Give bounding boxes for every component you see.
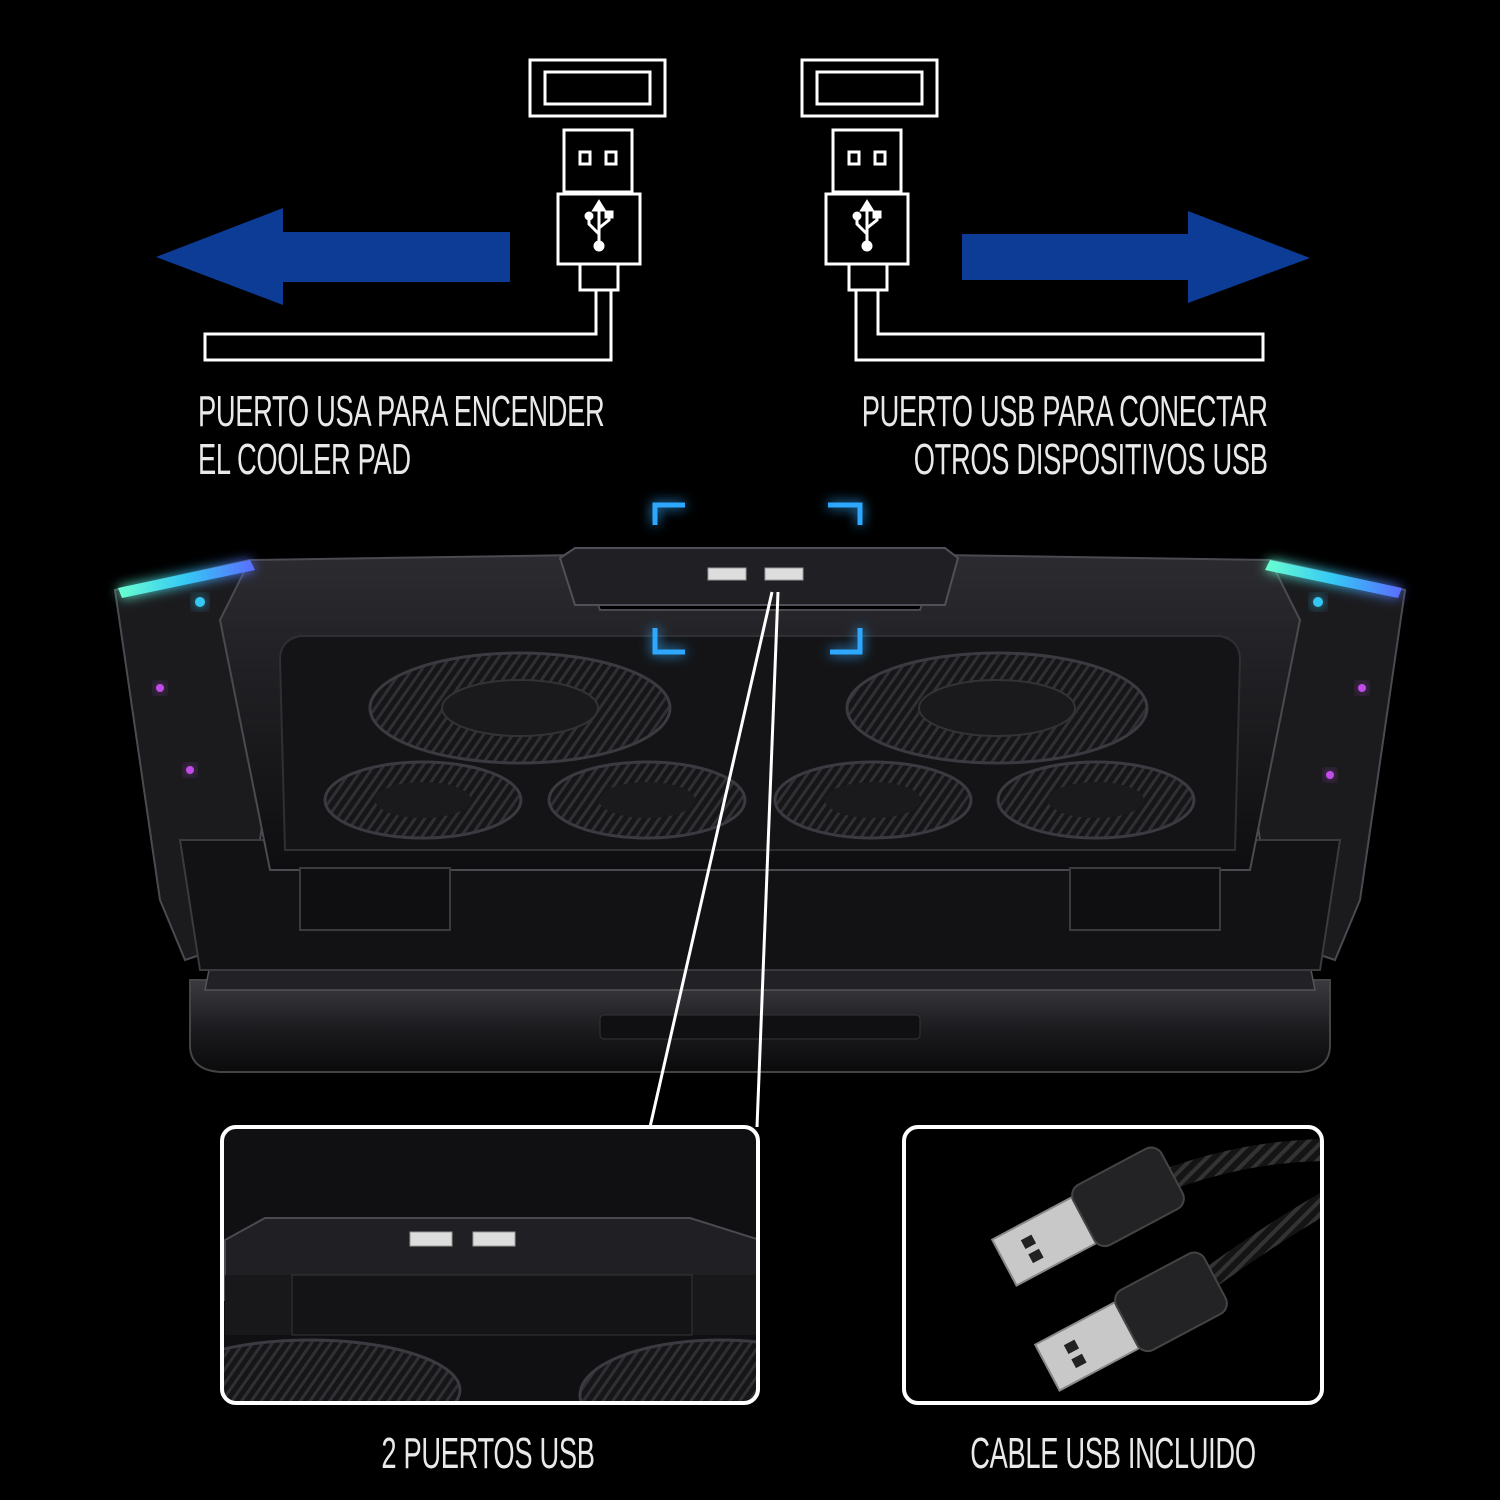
inset-usb-cable <box>902 1125 1324 1405</box>
usb-plug-icon <box>562 128 634 194</box>
usb-symbol-icon <box>584 199 614 252</box>
caption-line: PUERTO USA PARA ENCENDER <box>198 387 605 436</box>
usb-plug-icon <box>990 1146 1185 1287</box>
usb-port-icon <box>707 567 747 581</box>
usb-port-icon <box>409 1231 453 1247</box>
usb-port-icon <box>472 1231 516 1247</box>
usb-port-icon <box>764 567 804 581</box>
callout-line <box>648 591 774 1128</box>
arrow-right-icon <box>962 211 1310 303</box>
fan-small-1 <box>323 760 523 840</box>
inset-usb-ports <box>220 1125 760 1405</box>
usb-port-icon <box>800 58 939 118</box>
usb-plug-icon <box>831 128 903 194</box>
caption-line: CABLE USB INCLUIDO <box>970 1429 1256 1478</box>
usb-plug-icon <box>1033 1251 1228 1392</box>
cable-line <box>854 290 1265 362</box>
cooler-pad <box>113 502 1407 1073</box>
usb-diagram-left <box>203 58 667 362</box>
caption-line: PUERTO USB PARA CONECTAR <box>862 387 1268 436</box>
usb-symbol-icon <box>852 199 882 252</box>
fan-large-right <box>845 651 1149 765</box>
callout-line <box>755 591 780 1128</box>
caption-passthrough-port: PUERTO USB PARA CONECTAR OTROS DISPOSITI… <box>862 388 1268 484</box>
caption-line: EL COOLER PAD <box>198 435 411 484</box>
fan-small-3 <box>773 760 973 840</box>
caption-line: OTROS DISPOSITIVOS USB <box>914 435 1268 484</box>
glow-brackets <box>652 502 863 655</box>
fan-small-4 <box>996 760 1196 840</box>
caption-power-port: PUERTO USA PARA ENCENDER EL COOLER PAD <box>198 387 605 484</box>
arrow-left-icon <box>156 208 510 305</box>
fan-small-2 <box>547 760 747 840</box>
fan-large-left <box>368 651 672 765</box>
caption-line: 2 PUERTOS USB <box>381 1429 595 1478</box>
usb-diagram-right <box>800 58 1265 362</box>
usb-port-icon <box>528 58 667 118</box>
cable-line <box>203 290 613 362</box>
usb-hub-block <box>558 547 960 606</box>
